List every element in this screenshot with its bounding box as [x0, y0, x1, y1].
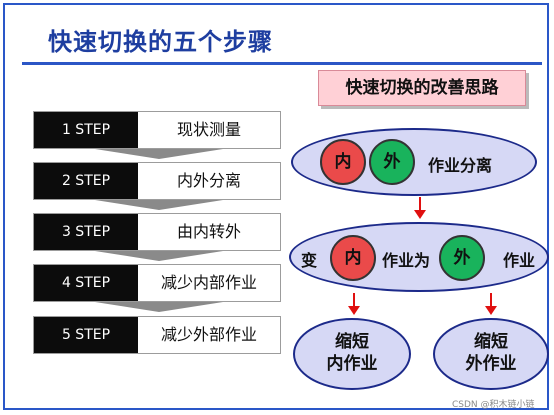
- step-arrow-2: [95, 200, 223, 210]
- step-4: 4 STEP 减少内部作业: [33, 264, 281, 302]
- reduce-outer-line2: 外作业: [465, 354, 517, 374]
- page-title: 快速切换的五个步骤: [48, 28, 273, 56]
- step-1: 1 STEP 现状测量: [33, 111, 281, 149]
- step-1-label: 1 STEP: [34, 112, 138, 148]
- flow-arrow-right-head: [485, 306, 497, 315]
- step-1-text: 现状测量: [176, 120, 241, 139]
- step-5: 5 STEP 减少外部作业: [33, 316, 281, 354]
- step-5-text: 减少外部作业: [160, 325, 257, 344]
- reduce-inner-line1: 缩短: [335, 332, 369, 352]
- step-3-label: 3 STEP: [34, 214, 138, 250]
- step-4-label: 4 STEP: [34, 265, 138, 301]
- watermark: CSDN @积木链小链: [452, 400, 535, 410]
- flow-arrow-left-line: [353, 293, 355, 306]
- ellipse-reduce-inner: [293, 318, 411, 390]
- inner-circle-top: 内: [320, 139, 366, 185]
- flow-arrow-top-line: [419, 197, 421, 210]
- flow-arrow-top-head: [414, 210, 426, 219]
- inner-circle-middle: 内: [330, 235, 376, 281]
- convert-prefix: 变: [301, 251, 318, 270]
- step-5-label: 5 STEP: [34, 317, 138, 353]
- step-2-label: 2 STEP: [34, 163, 138, 199]
- convert-connector: 作业为: [382, 251, 431, 270]
- flow-arrow-left-head: [348, 306, 360, 315]
- step-2-text: 内外分离: [176, 171, 241, 190]
- idea-title-box: 快速切换的改善思路: [318, 70, 526, 106]
- flow-arrow-right-line: [490, 293, 492, 306]
- step-3: 3 STEP 由内转外: [33, 213, 281, 251]
- ellipse-reduce-outer: [433, 318, 549, 390]
- separate-text: 作业分离: [428, 156, 493, 175]
- convert-suffix: 作业: [503, 251, 536, 270]
- reduce-outer-line1: 缩短: [474, 332, 508, 352]
- outer-circle-top: 外: [369, 139, 415, 185]
- step-4-text: 减少内部作业: [160, 273, 257, 292]
- step-2: 2 STEP 内外分离: [33, 162, 281, 200]
- title-underline: [22, 62, 542, 65]
- reduce-inner-line2: 内作业: [326, 354, 378, 374]
- step-arrow-1: [95, 149, 223, 159]
- step-3-text: 由内转外: [176, 222, 241, 241]
- step-arrow-4: [95, 302, 223, 312]
- step-arrow-3: [95, 251, 223, 261]
- outer-circle-middle: 外: [439, 235, 485, 281]
